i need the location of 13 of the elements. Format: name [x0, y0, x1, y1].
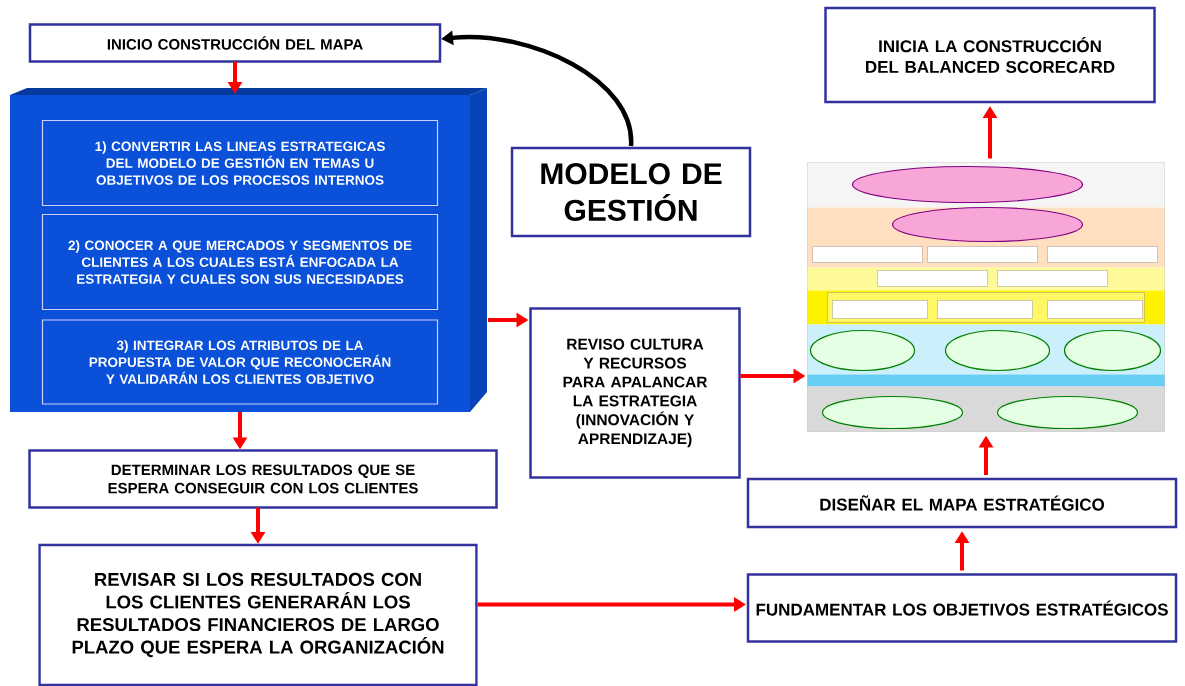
- process-box: DETERMINAR LOS RESULTADOS QUE SE ESPERA CONSEGUIR CON LOS CLIENTES: [28, 449, 498, 509]
- process-box: REVISAR SI LOS RESULTADOS CON LOS CLIENTES GENERARÁN LOS RESULTADOS FINANCIEROS DE LARGO PLAZO QUE ESPERA LA ORGANIZACIÓN: [38, 543, 478, 686]
- process-box: DISEÑAR EL MAPA ESTRATÉGICO: [746, 477, 1178, 529]
- step-box: 1) CONVERTIR LAS LINEAS ESTRATEGICAS DEL MODELO DE GESTIÓN EN TEMAS U OBJETIVOS DE LOS PROCESOS INTERNOS: [41, 119, 439, 207]
- block-drawing: [10, 88, 487, 412]
- process-box: REVISO CULTURA Y RECURSOS PARA APALANCAR LA ESTRATEGIA (INNOVACIÓN Y APRENDIZAJE): [529, 307, 741, 479]
- step-box: 2) CONOCER A QUE MERCADOS Y SEGMENTOS DE CLIENTES A LOS CUALES ESTÁ ENFOCADA LA ESTRATEGIA Y CUALES SON SUS NECESIDADES: [41, 213, 439, 311]
- process-box: FUNDAMENTAR LOS OBJETIVOS ESTRATÉGICOS: [746, 573, 1178, 643]
- process-box: MODELO DE GESTIÓN: [510, 146, 752, 238]
- step-box: 3) INTEGRAR LOS ATRIBUTOS DE LA PROPUESTA DE VALOR QUE RECONOCERÁN Y VALIDARÁN LOS CLIENTES OBJETIVO: [41, 319, 439, 405]
- strategy-map-drawing: [807, 162, 1165, 432]
- process-box: INICIA LA CONSTRUCCIÓN DEL BALANCED SCORECARD: [824, 6, 1156, 104]
- process-box: INICIO CONSTRUCCIÓN DEL MAPA: [28, 23, 442, 63]
